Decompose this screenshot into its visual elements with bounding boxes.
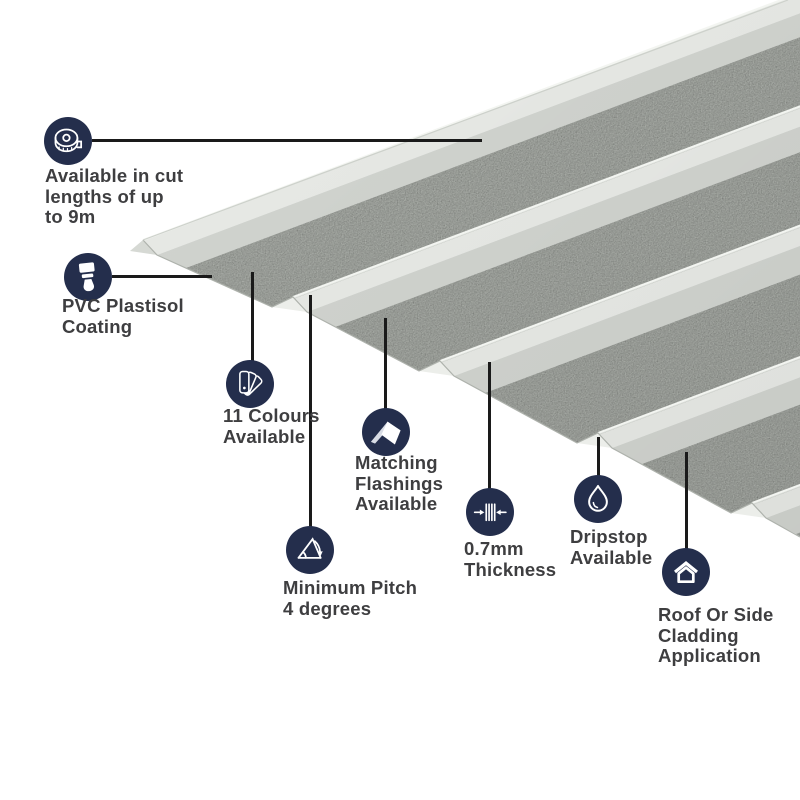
badge-flashings xyxy=(362,408,410,456)
paint-brush-icon xyxy=(78,262,95,292)
badge-dripstop xyxy=(574,475,622,523)
label-cladding: Roof Or Side Cladding Application xyxy=(658,604,774,666)
label-pvc-coating: PVC Plastisol Coating xyxy=(62,295,184,337)
tape-measure-icon xyxy=(54,128,83,153)
thickness-icon xyxy=(473,503,507,522)
house-icon xyxy=(674,561,698,584)
badge-cut-lengths xyxy=(44,117,92,165)
badge-colours xyxy=(226,360,274,408)
label-min-pitch: Minimum Pitch 4 degrees xyxy=(283,577,418,619)
callout-line-pvc-coating xyxy=(112,275,212,278)
colour-fan-icon xyxy=(239,370,263,396)
callout-line-min-pitch xyxy=(309,295,312,528)
badge-min-pitch xyxy=(286,526,334,574)
callout-line-cladding xyxy=(685,452,688,550)
label-colours: 11 Colours Available xyxy=(223,405,320,447)
badge-cladding xyxy=(662,548,710,596)
callout-line-flashings xyxy=(384,318,387,410)
pitch-angle-icon xyxy=(297,537,323,559)
badge-thickness xyxy=(466,488,514,536)
callout-line-colours xyxy=(251,272,254,362)
callout-line-cut-lengths xyxy=(92,139,482,142)
label-cut-lengths: Available in cut lengths of up to 9m xyxy=(45,165,184,227)
callout-line-thickness xyxy=(488,362,491,490)
droplet-icon xyxy=(588,484,608,512)
label-dripstop: Dripstop Available xyxy=(570,526,653,568)
label-thickness: 0.7mm Thickness xyxy=(464,538,557,580)
flashing-icon xyxy=(370,421,401,445)
badge-pvc-coating xyxy=(64,253,112,301)
callout-line-dripstop xyxy=(597,437,600,477)
label-flashings: Matching Flashings Available xyxy=(355,452,444,514)
